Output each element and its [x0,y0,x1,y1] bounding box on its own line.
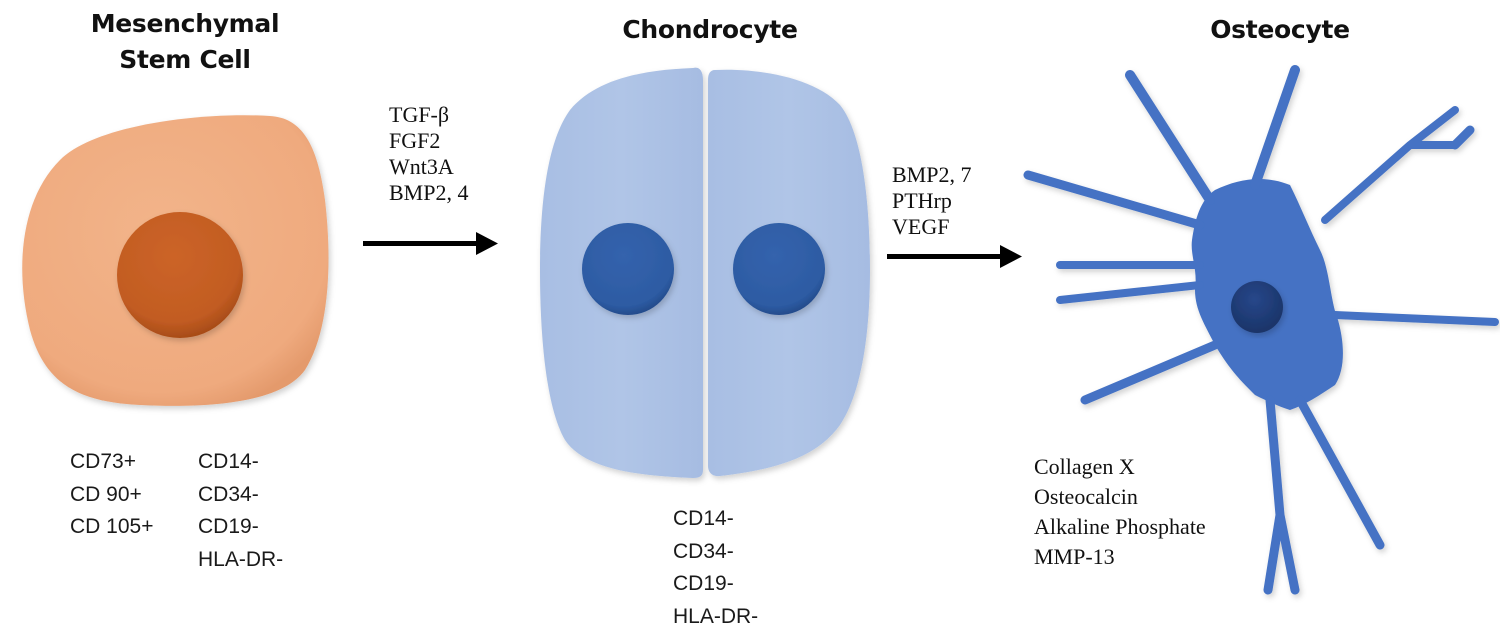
factor: Wnt3A [389,154,454,179]
marker: CD 90+ [70,482,142,506]
marker: CD34- [198,482,259,506]
factor: BMP2, 7 [892,162,972,187]
factor: TGF-β [389,102,450,127]
osteocyte-title-line-1: Osteocyte [1210,15,1350,44]
arrow-chondrocyte-to-osteocyte [887,245,1022,268]
chondrocyte-title: Chondrocyte [560,12,860,48]
msc-title: Mesenchymal Stem Cell [40,6,330,78]
marker: CD 105+ [70,515,154,538]
osteocyte-title: Osteocyte [1170,12,1390,48]
arrow-msc-to-chondrocyte [363,232,498,255]
marker: Collagen X [1034,454,1135,479]
marker: MMP-13 [1034,544,1115,569]
transition-1-factors: TGF-β FGF2 Wnt3A BMP2, 4 [389,102,468,206]
chondrocyte-markers: CD14- CD34- CD19- HLA-DR- [673,503,758,633]
chondrocyte-nucleus-right [733,223,825,315]
marker: CD19- [198,515,259,538]
msc-nucleus [117,212,243,338]
marker: Alkaline Phosphate [1034,514,1206,539]
marker: CD19- [673,572,734,595]
marker: CD73+ [70,450,136,473]
msc-title-line-1: Mesenchymal [90,9,280,38]
factor: BMP2, 4 [389,180,469,205]
osteocyte-nucleus [1231,281,1283,333]
osteocyte-markers: Collagen X Osteocalcin Alkaline Phosphat… [1034,452,1206,572]
chondrocyte-nucleus-left [582,223,674,315]
msc-negative-markers: CD14- CD34- CD19- HLA-DR- [198,446,283,576]
marker: CD34- [673,539,734,563]
factor: PTHrp [892,188,952,213]
msc-positive-markers: CD73+ CD 90+ CD 105+ [70,446,153,544]
factor: VEGF [892,214,950,239]
transition-2-factors: BMP2, 7 PTHrp VEGF [892,162,971,240]
marker: Osteocalcin [1034,484,1138,509]
marker: CD14- [673,507,734,530]
chondrocyte-title-line-1: Chondrocyte [622,15,798,44]
msc-title-line-2: Stem Cell [119,45,251,74]
marker: HLA-DR- [198,547,284,571]
marker: HLA-DR- [673,604,759,628]
factor: FGF2 [389,128,441,153]
marker: CD14- [198,450,259,473]
